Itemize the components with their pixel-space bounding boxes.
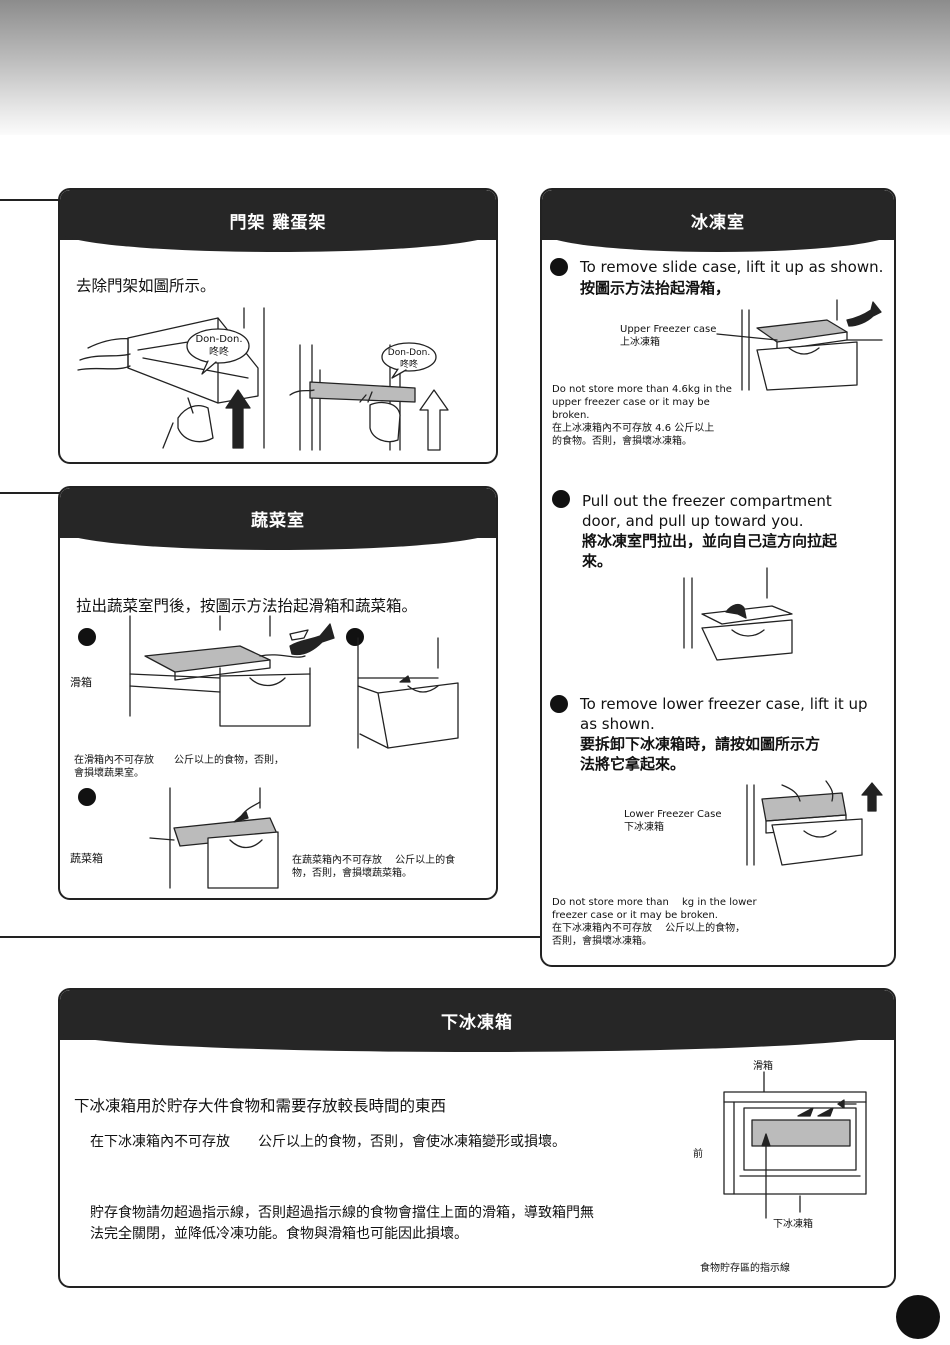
front-label: 前 <box>693 1149 703 1160</box>
sound-text: 咚咚 <box>209 347 229 358</box>
door-rack-panel: 門架 雞蛋架 去除門架如圖所示。 Don-Don. 咚咚 Don-Don. 咚咚 <box>58 188 498 464</box>
lower-freezer-case-label: Lower Freezer Case <box>624 809 722 820</box>
lower-freezer-case-illustration <box>746 780 883 866</box>
vegetable-case-warning: 物，否則，會損壞蔬菜箱。 <box>292 868 412 879</box>
upper-case-warning: 的食物。否則，會損壞冰凍箱。 <box>552 436 692 447</box>
instruction-text: 拉出蔬菜室門後，按圖示方法抬起滑箱和蔬菜箱。 <box>76 597 418 615</box>
step-marker <box>552 490 570 508</box>
vegetable-compartment-panel: 蔬菜室 拉出蔬菜室門後，按圖示方法抬起滑箱和蔬菜箱。 滑箱 在滑箱內不可存放 公… <box>58 486 498 900</box>
freezer-door-pull-illustration <box>683 567 793 661</box>
panel-title: 下冰凍箱 <box>441 1013 513 1033</box>
sound-bubble <box>186 328 250 375</box>
lower-case-warning: freezer case or it may be broken. <box>552 910 718 921</box>
upper-freezer-case-illustration <box>716 299 883 391</box>
slide-case-label: 滑箱 <box>70 676 92 689</box>
egg-rack-removal-illustration <box>289 344 449 451</box>
lower-freezer-case-panel: 下冰凍箱 下冰凍箱用於貯存大件食物和需要存放較長時間的東西 在下冰凍箱內不可存放… <box>58 988 896 1288</box>
upper-freezer-case-label: Upper Freezer case <box>620 324 717 335</box>
lower-case-label: 下冰凍箱 <box>773 1219 813 1230</box>
freezer-compartment-panel: 冰凍室 To remove slide case, lift it up as … <box>540 188 896 967</box>
slide-case-lift-illustration <box>129 615 335 727</box>
panel-title: 門架 雞蛋架 <box>229 213 327 233</box>
upper-freezer-case-label: 上冰凍箱 <box>620 337 660 348</box>
panel-title: 蔬菜室 <box>251 511 305 531</box>
slide-case-warning: 在滑箱內不可存放 公斤以上的食物，否則， <box>74 755 284 766</box>
lower-case-warning: 在下冰凍箱內不可存放 公斤以上的食物， <box>552 923 746 934</box>
slide-case-warning: 會損壞蔬果室。 <box>74 768 144 779</box>
step-instruction-en: Pull out the freezer compartment <box>582 492 832 510</box>
lower-case-warning: 否則，會損壞冰凍箱。 <box>552 936 652 947</box>
step-instruction-en: as shown. <box>580 715 655 733</box>
section-divider-line <box>0 199 60 201</box>
step-instruction-zh: 來。 <box>582 552 613 570</box>
step-instruction-zh: 將冰凍室門拉出，並向自己這方向拉起 <box>582 532 838 550</box>
sound-bubble <box>381 342 437 379</box>
sound-text: Don-Don. <box>195 334 243 345</box>
lower-freezer-case-label: 下冰凍箱 <box>624 822 664 833</box>
panel-header: 門架 雞蛋架 <box>60 190 496 252</box>
step-instruction-en: To remove lower freezer case, lift it up <box>580 695 868 713</box>
vegetable-case-label: 蔬菜箱 <box>70 852 103 865</box>
header-gradient-band <box>0 0 950 135</box>
upper-case-warning: Do not store more than 4.6kg in the <box>552 384 732 395</box>
panel-title: 冰凍室 <box>691 213 745 233</box>
upper-case-warning: 在上冰凍箱內不可存放 4.6 公斤以上 <box>552 423 715 434</box>
step-instruction-zh: 法將它拿起來。 <box>580 755 686 773</box>
fill-line-label: 食物貯存區的指示線 <box>700 1263 790 1274</box>
slide-case-label: 滑箱 <box>753 1061 773 1072</box>
step-instruction-zh: 按圖示方法抬起滑箱， <box>580 279 731 297</box>
intro-text: 下冰凍箱用於貯存大件食物和需要存放較長時間的東西 <box>74 1097 447 1115</box>
section-divider-line <box>0 936 540 938</box>
step-marker <box>550 695 568 713</box>
upper-case-warning: broken. <box>552 410 590 421</box>
step-marker <box>550 258 568 276</box>
fill-line-note: 貯存食物請勿超過指示線，否則超過指示線的食物會擋住上面的滑箱，導致箱門無 <box>90 1205 594 1221</box>
sound-text: 咚咚 <box>399 360 418 370</box>
step-instruction-en: door, and pull up toward you. <box>582 512 804 530</box>
panel-header: 下冰凍箱 <box>60 990 894 1052</box>
step-instruction-zh: 要拆卸下冰凍箱時，請按如圖所示方 <box>580 735 821 753</box>
fill-line-note: 法完全關閉，並降低冷凍功能。食物與滑箱也可能因此損壞。 <box>90 1226 468 1242</box>
vegetable-drawer-pull-illustration <box>357 637 459 749</box>
step-marker <box>78 628 96 646</box>
upper-case-warning: upper freezer case or it may be <box>552 397 710 408</box>
lower-case-warning: Do not store more than kg in the lower <box>552 897 757 908</box>
sound-text: Don-Don. <box>387 348 431 358</box>
instruction-text: 去除門架如圖所示。 <box>76 277 216 295</box>
section-divider-line <box>0 492 60 494</box>
step-instruction-en: To remove slide case, lift it up as show… <box>580 258 884 276</box>
panel-header: 冰凍室 <box>542 190 894 252</box>
lower-freezer-diagram <box>723 1071 867 1219</box>
vegetable-case-warning: 在蔬菜箱內不可存放 公斤以上的食 <box>292 855 456 866</box>
vegetable-case-lift-illustration <box>149 787 279 889</box>
page-number-circle <box>896 1295 940 1339</box>
weight-note: 在下冰凍箱內不可存放 公斤以上的食物，否則，會使冰凍箱變形或損壞。 <box>90 1134 566 1150</box>
step-marker <box>346 628 364 646</box>
step-marker <box>78 788 96 806</box>
panel-header: 蔬菜室 <box>60 488 496 550</box>
